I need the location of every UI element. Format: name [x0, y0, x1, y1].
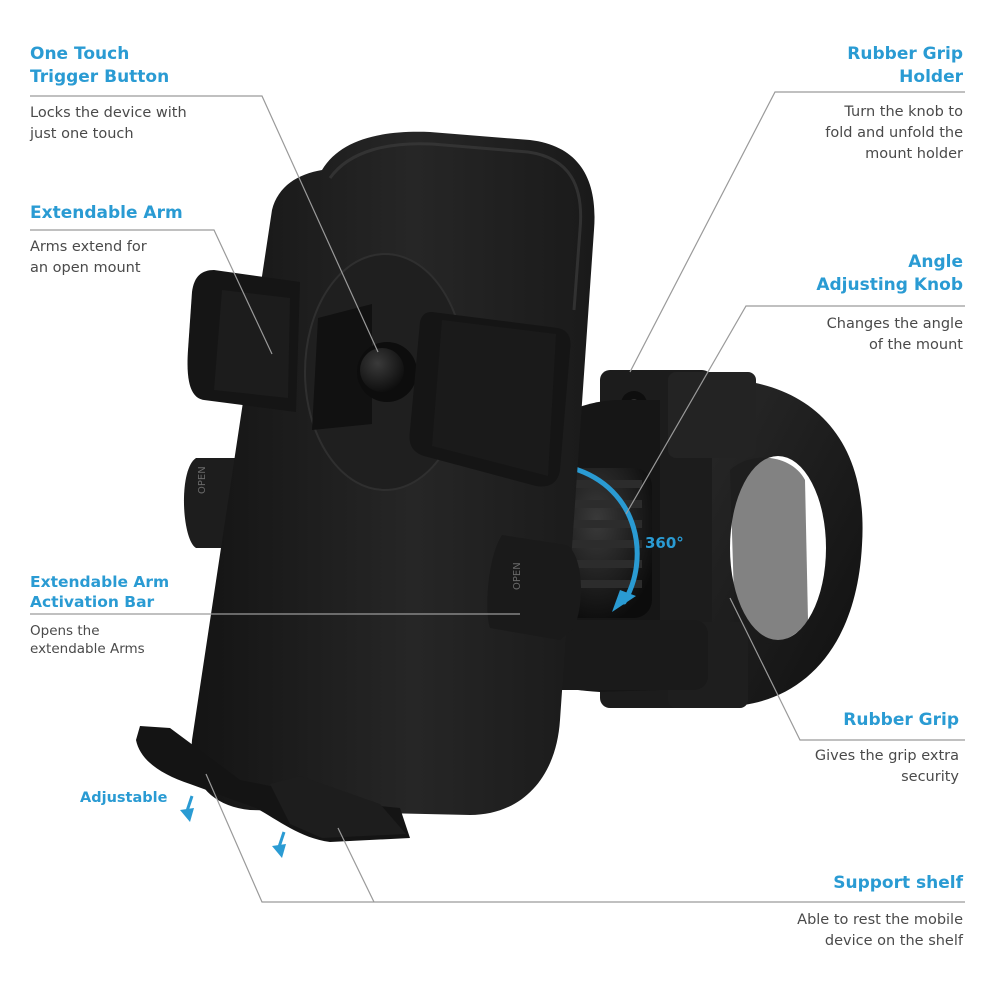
angle-knob-title: Angle Adjusting Knob	[816, 252, 963, 295]
angle-knob-description: Changes the angle of the mount	[826, 316, 963, 353]
adjust-down-arrow-icon	[180, 795, 286, 858]
rotation-label: 360°	[645, 534, 684, 552]
angle-knob	[560, 468, 652, 618]
activation-bar: OPEN	[487, 535, 581, 640]
rotation-arrow-icon	[569, 465, 640, 612]
leader-trigger	[30, 95, 379, 353]
extendable-arm-description: Arms extend for an open mount	[30, 239, 147, 276]
left-tab-label: OPEN	[197, 466, 208, 494]
rubber-grip-holder-title: Rubber Grip Holder	[847, 44, 963, 87]
support-shelf-description: Able to rest the mobile device on the sh…	[797, 912, 963, 949]
leader-angle-knob	[625, 305, 965, 515]
support-shelf-title: Support shelf	[833, 873, 963, 893]
rubber-grip-holder-description: Turn the knob to fold and unfold the mou…	[825, 104, 963, 162]
right-extendable-arm	[409, 312, 571, 487]
trigger-button-description: Locks the device with just one touch	[30, 105, 187, 142]
extendable-arm-title: Extendable Arm	[30, 203, 183, 223]
leader-rubber-grip-holder	[629, 91, 965, 373]
activation-bar-title: Extendable Arm Activation Bar	[30, 573, 170, 611]
trigger-button	[357, 342, 417, 402]
activation-bar-description: Opens the extendable Arms	[30, 623, 145, 657]
leader-support-shelf-a	[205, 773, 965, 903]
leader-lines	[30, 91, 965, 903]
left-extendable-arm	[187, 270, 300, 412]
leader-rubber-grip	[729, 597, 965, 741]
adjustable-label: Adjustable	[80, 790, 168, 806]
trigger-button-title: One Touch Trigger Button	[30, 44, 170, 87]
rubber-grip-title: Rubber Grip	[843, 710, 959, 730]
activation-bar-label: OPEN	[512, 562, 523, 590]
leader-support-shelf-b	[337, 827, 375, 903]
support-shelf	[136, 726, 410, 842]
rubber-grip-description: Gives the grip extra security	[814, 748, 959, 785]
leader-extendable-arm	[30, 229, 273, 355]
